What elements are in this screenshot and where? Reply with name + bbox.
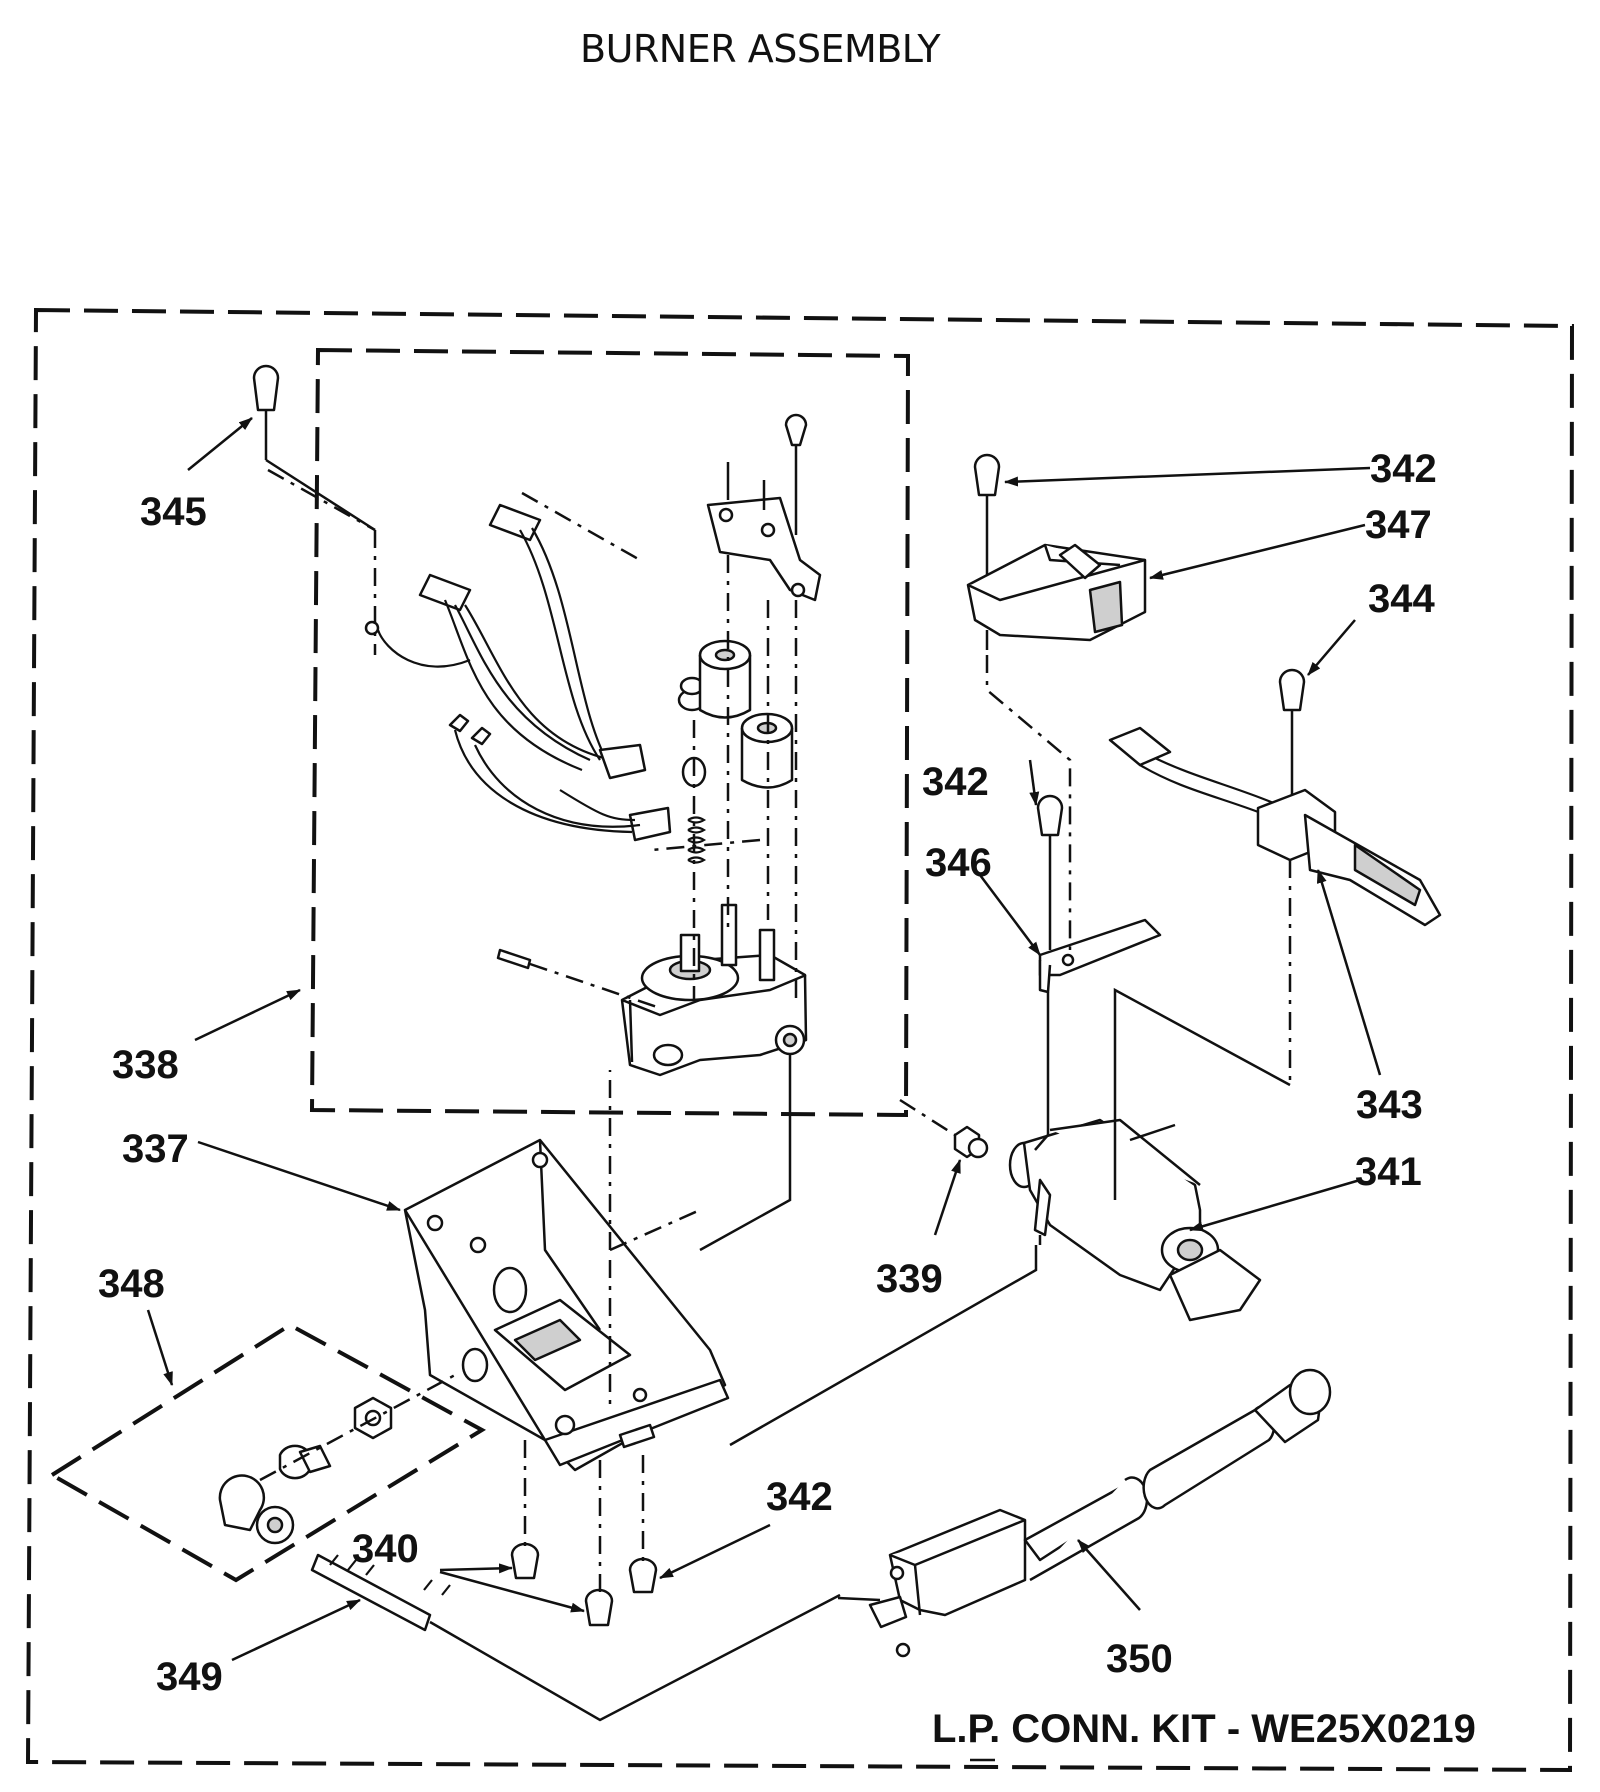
callout-337: 337 bbox=[122, 1127, 189, 1171]
callout-347: 347 bbox=[1365, 503, 1432, 547]
lp-kit-label: L.P. CONN. KIT - WE25X0219 bbox=[932, 1707, 1476, 1751]
callout-349: 349 bbox=[156, 1655, 223, 1699]
callout-345: 345 bbox=[140, 490, 207, 534]
callout-339: 339 bbox=[876, 1257, 943, 1301]
callout-340: 340 bbox=[352, 1527, 419, 1571]
callout-350: 350 bbox=[1106, 1637, 1173, 1681]
lp-kit-parts bbox=[218, 1373, 456, 1545]
burner-341 bbox=[729, 1118, 1262, 1447]
callouts: 345 338 337 348 340 349 342 339 341 343 … bbox=[98, 447, 1437, 1699]
callout-342-mid: 342 bbox=[922, 760, 989, 804]
lp-hose-350 bbox=[837, 1368, 1332, 1658]
orifice-339 bbox=[899, 1098, 989, 1159]
screw-345 bbox=[252, 364, 376, 532]
lp-kit-box bbox=[48, 1322, 486, 1583]
callout-343: 343 bbox=[1356, 1083, 1423, 1127]
stud-349 bbox=[310, 1553, 841, 1722]
igniter-343 bbox=[1108, 668, 1442, 1200]
diagram-title: BURNER ASSEMBLY bbox=[580, 27, 941, 71]
callout-341: 341 bbox=[1355, 1150, 1422, 1194]
callout-348: 348 bbox=[98, 1262, 165, 1306]
outer-border bbox=[25, 307, 1575, 1773]
flame-switch-347 bbox=[966, 453, 1147, 950]
callout-338: 338 bbox=[112, 1043, 179, 1087]
callout-342-top: 342 bbox=[1370, 447, 1437, 491]
gas-valve-assembly bbox=[267, 413, 822, 1077]
callout-344: 344 bbox=[1368, 577, 1435, 621]
gas-valve-box bbox=[309, 347, 911, 1118]
callout-346: 346 bbox=[925, 841, 992, 885]
mounting-bracket-337 bbox=[403, 1055, 792, 1472]
callout-342-bottom: 342 bbox=[766, 1475, 833, 1519]
screws-340 bbox=[510, 1440, 658, 1627]
leader-lines bbox=[146, 417, 1382, 1662]
bracket-346 bbox=[1034, 794, 1162, 1151]
